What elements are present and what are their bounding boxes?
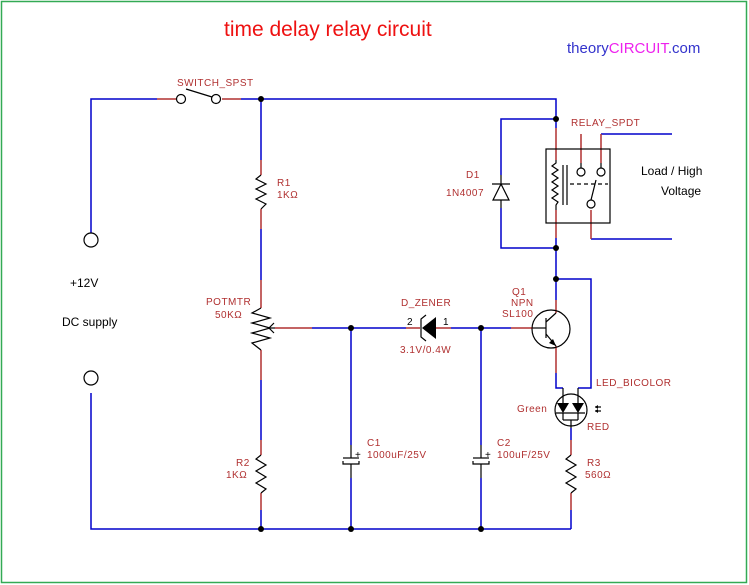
brand-logo: theoryCIRCUIT.com <box>567 40 700 57</box>
resistor-r3[interactable]: R3 560Ω <box>564 454 611 494</box>
switch-spst[interactable]: SWITCH_SPST <box>175 78 254 105</box>
r3-value-label: 560Ω <box>585 470 611 481</box>
zener-diode[interactable]: D_ZENER 3.1V/0.4W 2 1 <box>400 298 451 356</box>
pot-ref-label: POTMTR <box>206 297 251 308</box>
led-red-label: RED <box>587 422 610 433</box>
c1-polarity-label: + <box>355 450 361 461</box>
zener-pin2-label: 2 <box>407 317 413 328</box>
resistor-r2[interactable]: R2 1KΩ <box>226 454 268 494</box>
wires <box>90 98 672 530</box>
relay-nc-contact-icon <box>576 167 586 177</box>
zener-ref-label: D_ZENER <box>401 298 451 309</box>
capacitor-c1[interactable]: + C1 1000uF/25V <box>342 438 427 478</box>
q1-ref-label: Q1 <box>512 287 526 298</box>
switch-contact-icon <box>210 93 222 105</box>
diode-d1[interactable]: D1 1N4007 <box>446 170 510 208</box>
page-title: time delay relay circuit <box>224 18 432 41</box>
potentiometer-icon <box>249 307 273 351</box>
transistor-collector-icon <box>545 312 557 323</box>
supply-voltage-label: +12V <box>70 276 98 290</box>
light-emission-icon <box>595 405 601 413</box>
junctions <box>258 96 559 532</box>
transistor-q1[interactable]: Q1 NPN SL100 <box>502 287 571 349</box>
junction-dot <box>348 325 354 331</box>
led-label: LED_BICOLOR <box>596 378 672 389</box>
zener-value-label: 3.1V/0.4W <box>400 345 451 356</box>
resistor-r1[interactable]: R1 1KΩ <box>254 174 298 210</box>
relay-body-icon <box>545 148 611 224</box>
d1-ref-label: D1 <box>466 170 480 181</box>
wiper-arrowhead-icon <box>268 322 275 334</box>
resistor-icon <box>254 174 268 210</box>
diode-triangle-icon <box>492 182 510 201</box>
component-leads <box>157 98 602 510</box>
relay-armature-icon <box>590 179 597 201</box>
junction-dot <box>258 96 264 102</box>
pot-value-label: 50KΩ <box>215 310 242 321</box>
load-label-line2: Voltage <box>661 184 701 198</box>
supply-type-label: DC supply <box>62 315 117 329</box>
r2-value-label: 1KΩ <box>226 470 247 481</box>
load-label-line1: Load / High <box>641 164 702 178</box>
relay-common-contact-icon <box>586 199 596 209</box>
led-bicolor[interactable]: LED_BICOLOR Green RED <box>517 378 672 433</box>
junction-dot <box>553 276 559 282</box>
emitter-arrow-icon <box>549 339 556 346</box>
capacitor-c2[interactable]: + C2 100uF/25V <box>472 438 550 478</box>
relay-spdt[interactable]: RELAY_SPDT <box>545 118 640 224</box>
positive-terminal-icon[interactable] <box>83 232 99 248</box>
junction-dot <box>553 245 559 251</box>
dc-supply: +12V DC supply <box>62 232 117 386</box>
brand-prefix: theory <box>567 40 609 57</box>
switch-contact-icon <box>175 93 187 105</box>
q1-part-label: SL100 <box>502 309 533 320</box>
zener-pin1-label: 1 <box>443 317 449 328</box>
d1-part-label: 1N4007 <box>446 188 484 199</box>
junction-dot <box>553 116 559 122</box>
switch-lever-icon <box>185 88 213 98</box>
brand-suffix: .com <box>668 40 701 57</box>
potentiometer[interactable]: POTMTR 50KΩ <box>206 297 275 351</box>
r1-value-label: 1KΩ <box>277 190 298 201</box>
c2-ref-label: C2 <box>497 438 511 449</box>
led-red-diode-icon <box>572 403 584 413</box>
junction-dot <box>478 526 484 532</box>
relay-label: RELAY_SPDT <box>571 118 640 129</box>
q1-type-label: NPN <box>511 298 534 309</box>
junction-dot <box>258 526 264 532</box>
led-green-label: Green <box>517 404 547 415</box>
relay-no-contact-icon <box>596 167 606 177</box>
c2-value-label: 100uF/25V <box>497 450 550 461</box>
transistor-body-icon <box>531 309 571 349</box>
r3-ref-label: R3 <box>587 458 601 469</box>
switch-label: SWITCH_SPST <box>177 78 254 89</box>
junction-dot <box>348 526 354 532</box>
zener-diode-icon <box>422 317 436 339</box>
capacitor-curved-plate-icon <box>342 461 360 465</box>
resistor-icon <box>564 454 578 494</box>
r1-ref-label: R1 <box>277 178 291 189</box>
led-green-diode-icon <box>557 403 569 413</box>
resistor-icon <box>254 454 268 494</box>
capacitor-curved-plate-icon <box>472 461 490 465</box>
relay-coil-icon <box>550 160 560 210</box>
c1-value-label: 1000uF/25V <box>367 450 427 461</box>
negative-terminal-icon[interactable] <box>83 370 99 386</box>
brand-highlight: CIRCUIT <box>609 40 670 57</box>
c1-ref-label: C1 <box>367 438 381 449</box>
c2-polarity-label: + <box>485 450 491 461</box>
zener-bar-icon <box>420 314 427 342</box>
r2-ref-label: R2 <box>236 458 250 469</box>
junction-dot <box>478 325 484 331</box>
